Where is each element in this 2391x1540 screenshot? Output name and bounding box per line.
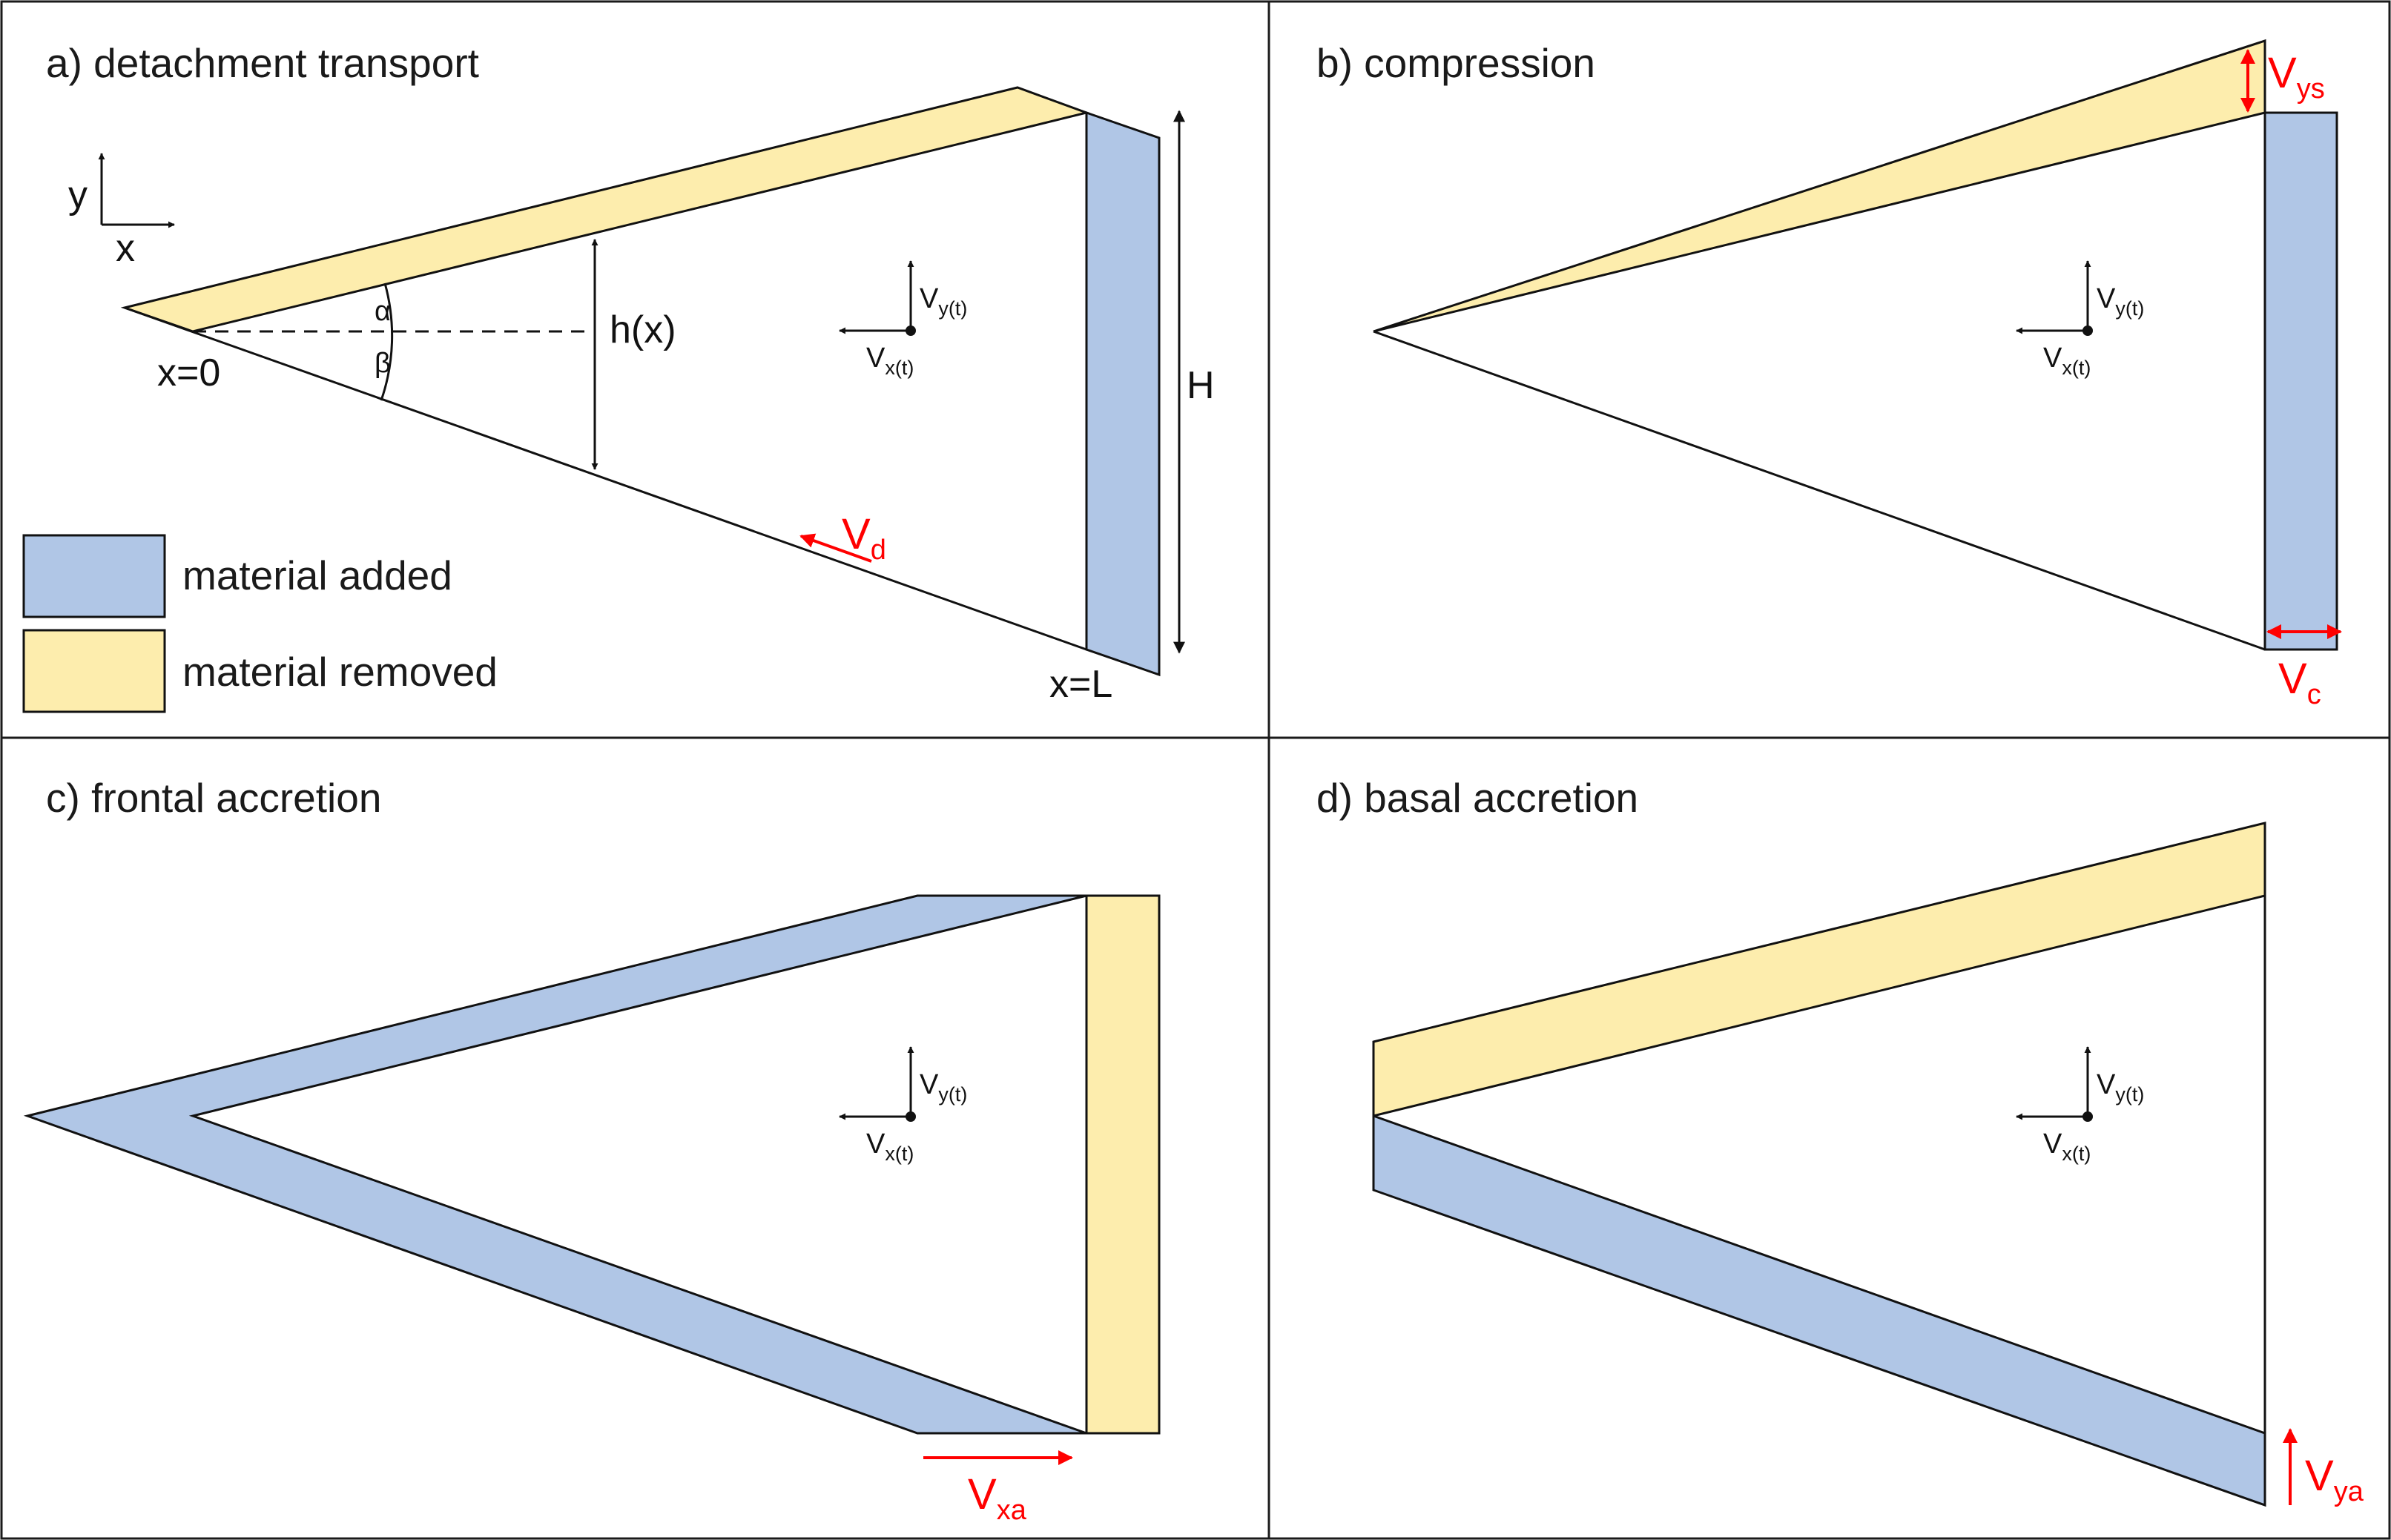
legend-added-swatch <box>22 534 166 618</box>
removed-surface-band <box>1372 822 2266 1117</box>
vc-label: Vc <box>2278 655 2321 710</box>
panel-d: d) basal accretion Vya Vy(t) Vx(t) <box>1316 775 2364 1507</box>
legend-removed-swatch <box>22 629 166 713</box>
alpha-label: α <box>375 296 391 327</box>
vy-label-a: Vy(t) <box>920 283 967 320</box>
legend-added-label: material added <box>182 552 452 598</box>
vy-label-d: Vy(t) <box>2097 1069 2144 1106</box>
vx-label-d: Vx(t) <box>2043 1128 2091 1165</box>
added-back-band <box>2263 111 2338 651</box>
wedge-base <box>124 306 1087 651</box>
panel-b: b) compression Vys Vc Vy(t) Vx(t) <box>1316 39 2342 710</box>
y-axis-label: y <box>68 174 88 217</box>
vx-label-b: Vx(t) <box>2043 343 2091 379</box>
legend: material added material removed <box>22 534 498 713</box>
x-axis-label: x <box>116 227 135 270</box>
added-back-band <box>1085 110 1161 677</box>
vy-label-b: Vy(t) <box>2097 283 2144 320</box>
height-label: H <box>1187 364 1215 407</box>
wedge-base <box>1373 330 2266 651</box>
panel-b-title: b) compression <box>1316 40 1595 86</box>
thickness-label: h(x) <box>610 308 676 351</box>
vd-label: Vd <box>842 510 886 566</box>
vxa-label: Vxa <box>968 1470 1027 1526</box>
vx-label-c: Vx(t) <box>866 1128 914 1165</box>
vx-label-a: Vx(t) <box>866 343 914 379</box>
velocity-frame-d <box>2016 1046 2093 1122</box>
beta-label: β <box>375 348 391 379</box>
panel-a-title: a) detachment transport <box>46 40 479 86</box>
panel-a: a) detachment transport y x α β h(x) H x… <box>22 40 1215 713</box>
end-label: x=L <box>1049 663 1112 706</box>
vya-label: Vya <box>2305 1452 2364 1507</box>
velocity-frame-b <box>2016 260 2093 336</box>
velocity-frame-c <box>839 1046 916 1122</box>
added-basal-band <box>1372 1114 2266 1507</box>
origin-label: x=0 <box>157 351 220 394</box>
vys-label: Vys <box>2268 49 2325 105</box>
velocity-frame-a <box>839 260 916 336</box>
removed-surface-band <box>1373 39 2266 333</box>
angle-arc <box>380 282 394 401</box>
legend-removed-label: material removed <box>182 649 498 695</box>
vy-label-c: Vy(t) <box>920 1069 967 1106</box>
removed-back-band <box>1085 894 1161 1435</box>
removed-surface-band <box>120 86 1091 333</box>
panel-c-title: c) frontal accretion <box>46 775 381 821</box>
vd-arrow <box>799 533 872 563</box>
panel-d-title: d) basal accretion <box>1316 775 1638 821</box>
panel-c: c) frontal accretion Vxa Vy(t) Vx(t) <box>23 775 1161 1526</box>
added-chevron-band <box>23 894 1087 1435</box>
axes-icon <box>98 153 175 228</box>
